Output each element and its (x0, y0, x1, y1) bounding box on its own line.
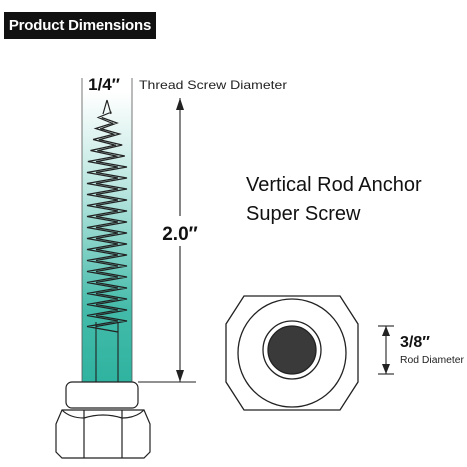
rod-dimension (378, 325, 394, 375)
screw-illustration (81, 78, 133, 382)
rod-hole (267, 325, 317, 375)
rod-diameter-caption: Rod Diameter (400, 355, 465, 366)
screw-thread (86, 99, 128, 333)
page-title: Product Dimensions (4, 12, 156, 39)
screw-diameter-label: 1/4″ (88, 75, 120, 94)
length-label: 2.0″ (162, 224, 198, 245)
length-label-bg (160, 216, 200, 246)
screw-hex-head (55, 381, 151, 459)
hex-nut-top-view (225, 295, 359, 411)
product-name-line1: Vertical Rod Anchor (246, 174, 422, 196)
product-name-line2: Super Screw (246, 203, 361, 225)
rod-diameter-label: 3/8″ (400, 334, 430, 351)
screw-diameter-caption: Thread Screw Diameter (139, 78, 287, 92)
